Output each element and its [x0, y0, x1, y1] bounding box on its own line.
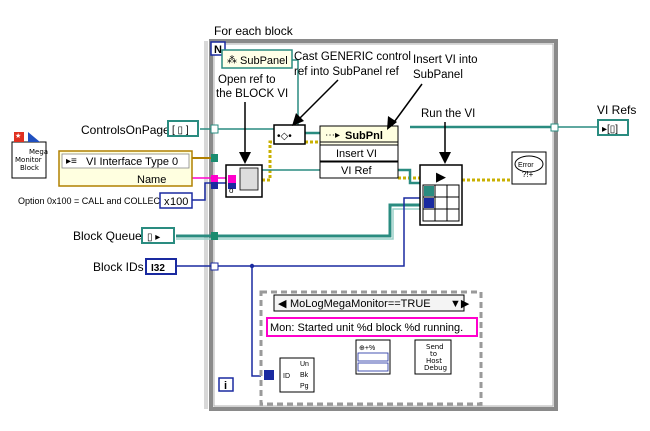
unbundle-node[interactable]: ID Un Bk Pg — [264, 357, 315, 393]
cast-icon: •◇• — [277, 131, 292, 142]
vi-interface-icon: ▸≡ — [66, 156, 77, 167]
open-ref-line-2: the BLOCK VI — [216, 88, 288, 100]
send-line-3: Host — [426, 357, 442, 365]
send-to-host-node[interactable]: Send to Host Debug — [414, 339, 452, 375]
loop-label: For each block — [214, 24, 294, 38]
loop-index-terminal[interactable]: i — [218, 377, 234, 392]
block-queue-wire-shadow — [176, 208, 420, 240]
subpnl-arrow-icon: ⋯▸ — [325, 130, 340, 141]
subpnl-label: SubPnl — [345, 130, 383, 142]
star-icon: ★ — [15, 132, 21, 140]
open-ref-line-1: Open ref to — [218, 74, 276, 86]
block-ids-label: Block IDs — [93, 260, 144, 274]
mega-monitor-line-1: Mega — [29, 148, 48, 156]
block-queue-label: Block Queue — [73, 229, 142, 243]
controls-on-page-label: ControlsOnPage — [81, 123, 170, 137]
cast-line-2: ref into SubPanel ref — [294, 66, 400, 78]
insert-line-2: SubPanel — [413, 69, 463, 81]
const-100-value: 100 — [170, 196, 188, 208]
subpanel-const-wire — [292, 59, 299, 125]
svg-text:▸[▯]: ▸[▯] — [602, 124, 618, 135]
tunnel-block-ids — [210, 262, 219, 271]
unbundle-field-2: Bk — [300, 372, 309, 379]
vi-ref-label: VI Ref — [341, 165, 373, 177]
run-arrow-icon: ▶ — [436, 169, 446, 184]
mega-monitor-block-icon[interactable]: ★ Mega Monitor Block — [11, 132, 48, 179]
subpnl-property-node[interactable]: ⋯▸ SubPnl Insert VI VI Ref — [319, 125, 399, 179]
const-100-prefix: x — [164, 196, 170, 208]
open-vi-ref-node[interactable]: o — [225, 164, 263, 198]
annotation-open-ref: Open ref to the BLOCK VI — [216, 74, 288, 164]
mega-monitor-line-2: Monitor — [15, 156, 42, 164]
insert-vi-label: Insert VI — [336, 148, 377, 160]
annotation-insert: Insert VI into SubPanel — [387, 54, 478, 130]
case-selector-label: MoLogMegaMonitor==TRUE — [290, 298, 431, 310]
error-handler-node[interactable]: Error ?!+ — [511, 151, 547, 185]
tunnel-name — [211, 175, 218, 182]
vi-refs-terminal[interactable]: ▸[▯] — [597, 119, 629, 136]
cast-node[interactable]: •◇• — [273, 124, 306, 145]
vi-ref-out-wire — [398, 168, 420, 185]
const-100[interactable]: x 100 — [159, 192, 193, 209]
name-label: Name — [137, 174, 166, 186]
format-string-label: Mon: Started unit %d block %d running. — [270, 322, 463, 334]
unbundle-field-3: Pg — [300, 383, 309, 390]
vi-interface-label: VI Interface Type 0 — [86, 156, 178, 168]
cast-line-1: Cast GENERIC control — [294, 51, 411, 63]
case-next-icon: ▼▶ — [450, 298, 470, 310]
subpanel-ref-label: SubPanel — [240, 55, 288, 67]
subpanel-ref-icon: ⁂ — [227, 55, 237, 66]
case-prev-icon: ◀ — [278, 298, 287, 310]
block-ids-wire — [176, 197, 420, 267]
unbundle-id-label: ID — [283, 373, 290, 380]
block-queue-wire — [176, 203, 420, 238]
format-icon: ⊕+% — [359, 345, 375, 352]
tunnel-vi-refs — [550, 123, 559, 132]
unbundle-field-1: Un — [300, 361, 309, 368]
send-line-1: Send — [426, 343, 444, 351]
tunnel-const — [211, 182, 218, 189]
send-line-2: to — [430, 350, 437, 358]
annotation-run: Run the VI — [421, 108, 475, 164]
vi-interface-constant[interactable]: ▸≡ VI Interface Type 0 Name — [58, 150, 193, 187]
tunnel-block-queue — [211, 232, 218, 240]
subpanel-ref-constant[interactable]: ⁂ SubPanel — [221, 49, 293, 69]
error-label: Error — [518, 162, 534, 169]
tunnel-vi-interface — [211, 154, 218, 162]
array-refnum-icon: [ ▯ ] — [172, 125, 189, 136]
loop-count-label: N — [214, 44, 222, 56]
format-string-constant[interactable]: Mon: Started unit %d block %d running. — [266, 317, 478, 337]
option-label: Option 0x100 = CALL and COLLECT — [18, 196, 166, 206]
wires — [176, 59, 598, 377]
format-into-string-node[interactable]: ⊕+% — [355, 339, 391, 375]
block-queue-terminal[interactable]: ▯ ▸ — [141, 227, 175, 244]
svg-text:o: o — [229, 186, 234, 195]
error-icon: ?!+ — [522, 170, 534, 179]
run-vi-node[interactable]: ▶ — [419, 164, 463, 226]
send-line-4: Debug — [424, 364, 447, 372]
run-label: Run the VI — [421, 108, 475, 120]
vi-refs-label: VI Refs — [597, 103, 636, 117]
i32-type-label: I32 — [151, 263, 165, 274]
insert-line-1: Insert VI into — [413, 54, 478, 66]
loop-index-label: i — [224, 380, 227, 392]
block-ids-terminal[interactable]: I32 — [145, 258, 177, 275]
svg-text:▯ ▸: ▯ ▸ — [147, 232, 160, 243]
annotation-cast: Cast GENERIC control ref into SubPanel r… — [292, 51, 411, 126]
tunnel-controls — [210, 124, 219, 134]
controls-on-page-terminal[interactable]: [ ▯ ] — [167, 120, 199, 137]
mega-monitor-line-3: Block — [20, 164, 40, 172]
error-wire-1 — [262, 140, 274, 182]
